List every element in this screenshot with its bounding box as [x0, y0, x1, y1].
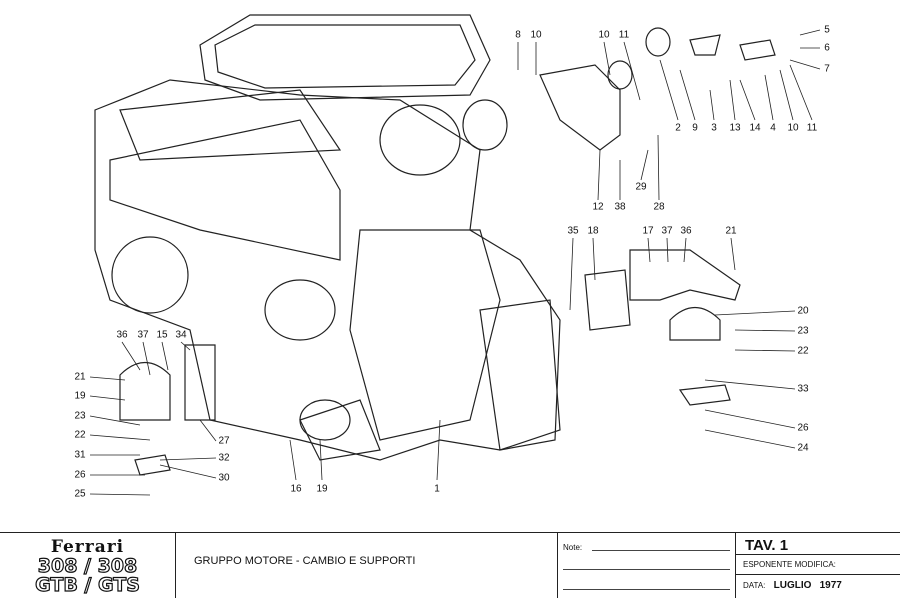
- table-info: TAV. 1 ESPONENTE MODIFICA: DATA: LUGLIO …: [736, 533, 900, 598]
- callout: 5: [824, 24, 830, 36]
- callout: 37: [661, 225, 673, 237]
- callout: 14: [749, 122, 761, 134]
- date-year: 1977: [819, 580, 842, 591]
- air-filter-box: [199, 14, 491, 101]
- logo-model-numbers: 308 / 308: [37, 555, 138, 577]
- title-block: Ferrari 308 / 308 GTB / GTS GRUPPO MOTOR…: [0, 532, 900, 598]
- callout: 13: [729, 122, 741, 134]
- callout: 12: [592, 201, 604, 213]
- callout: 11: [618, 29, 630, 41]
- callout: 11: [806, 122, 818, 134]
- mount-parts-right: [539, 27, 776, 406]
- callout: 20: [797, 305, 809, 317]
- logo-brand: Ferrari: [50, 537, 125, 557]
- callout: 22: [797, 345, 809, 357]
- callout: 23: [797, 325, 809, 337]
- callout: 31: [74, 449, 86, 461]
- callout: 30: [218, 472, 230, 484]
- callout: 35: [567, 225, 579, 237]
- callout: 6: [824, 42, 830, 54]
- date-label: DATA:: [743, 581, 766, 590]
- callout: 3: [711, 122, 717, 134]
- callout: 32: [218, 452, 230, 464]
- drawing-description: GRUPPO MOTORE - CAMBIO E SUPPORTI: [176, 533, 558, 598]
- callout: 21: [74, 371, 86, 383]
- leader-lines: [89, 29, 821, 496]
- callout: 8: [515, 29, 521, 41]
- callout: 10: [530, 29, 542, 41]
- callout: 9: [692, 122, 698, 134]
- callout: 23: [74, 410, 86, 422]
- callout: 33: [797, 383, 809, 395]
- callout: 24: [797, 442, 809, 454]
- date-row: DATA: LUGLIO 1977: [736, 575, 900, 591]
- notes-line: [563, 569, 730, 570]
- callout: 26: [797, 422, 809, 434]
- callout: 37: [137, 329, 149, 341]
- callout: 27: [218, 435, 230, 447]
- modification-label: ESPONENTE MODIFICA:: [736, 555, 900, 575]
- callout: 36: [116, 329, 128, 341]
- logo-model-names: GTB / GTS: [35, 574, 141, 596]
- ferrari-logo: Ferrari 308 / 308 GTB / GTS: [0, 533, 176, 598]
- table-number: TAV. 1: [736, 533, 900, 555]
- callout: 15: [156, 329, 168, 341]
- notes-label: Note:: [563, 543, 583, 552]
- callout: 36: [680, 225, 692, 237]
- mount-parts-left: [119, 344, 216, 476]
- callout: 2: [675, 122, 681, 134]
- callout: 10: [598, 29, 610, 41]
- date-month: LUGLIO: [773, 580, 812, 591]
- callout: 16: [290, 483, 302, 495]
- callout: 21: [725, 225, 737, 237]
- engine-drawing: [89, 14, 821, 496]
- notes-line: [563, 589, 730, 590]
- callout: 28: [653, 201, 665, 213]
- callout: 1: [434, 483, 440, 495]
- callout: 19: [74, 390, 86, 402]
- callout: 38: [614, 201, 626, 213]
- callout: 4: [770, 122, 776, 134]
- callout: 26: [74, 469, 86, 481]
- engine-exploded-diagram: 8 10 10 11 5 6 7 2 9 3 13 14 4 10 11 12 …: [74, 14, 830, 500]
- callout: 7: [824, 63, 830, 75]
- callout: 34: [175, 329, 187, 341]
- callout: 10: [787, 122, 799, 134]
- notes-line: [592, 550, 730, 551]
- callout: 29: [635, 181, 647, 193]
- engine-block: [94, 79, 561, 461]
- callout: 25: [74, 488, 86, 500]
- callout: 17: [642, 225, 654, 237]
- callout: 18: [587, 225, 599, 237]
- callout: 22: [74, 429, 86, 441]
- notes-box: Note:: [558, 533, 736, 598]
- callout: 19: [316, 483, 328, 495]
